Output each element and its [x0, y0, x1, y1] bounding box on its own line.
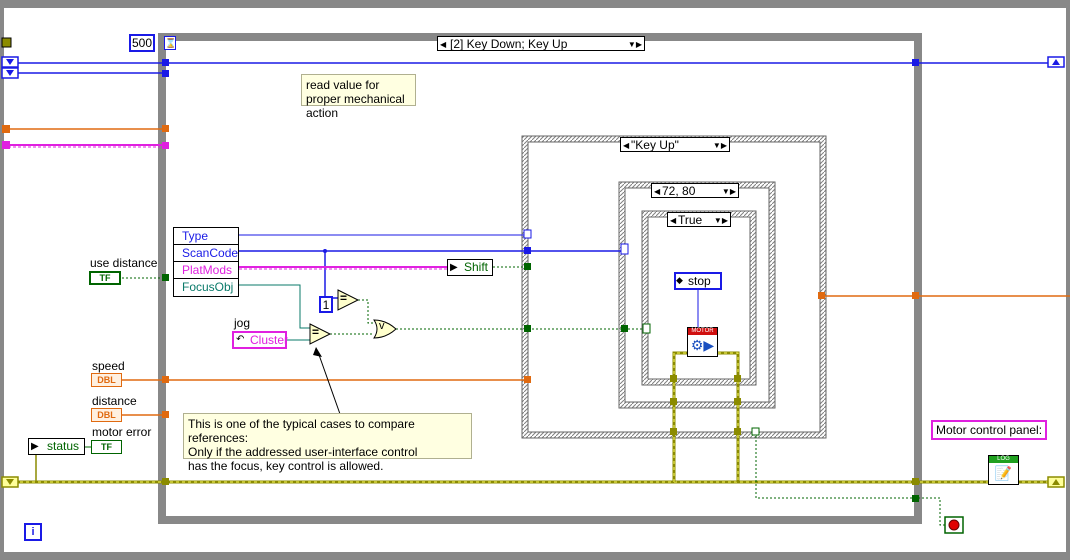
- speed-type: DBL: [97, 375, 116, 385]
- chevron-down-icon[interactable]: ▼▶: [721, 187, 736, 196]
- motor-panel-label: Motor control panel:: [931, 420, 1048, 440]
- hourglass-icon: ⌛: [164, 36, 177, 50]
- distance-terminal[interactable]: DBL: [91, 408, 122, 422]
- reference-icon: ↶: [236, 334, 245, 345]
- comment-arrow: [313, 347, 341, 415]
- shift-registers[interactable]: [1, 0, 1065, 488]
- distance-label: distance: [92, 394, 137, 408]
- arrow-right-icon: ▶: [31, 441, 39, 452]
- boolean-case-selector[interactable]: ◀ True ▼▶: [667, 212, 731, 227]
- jog-label: jog: [234, 316, 251, 330]
- decrement-icon[interactable]: ◀: [654, 187, 661, 196]
- chevron-down-icon[interactable]: ▼▶: [713, 216, 728, 225]
- shift-unbundle[interactable]: Shift: [447, 259, 493, 276]
- info-icon[interactable]: i: [24, 523, 42, 541]
- or-symbol: v: [379, 320, 385, 332]
- shift-label: Shift: [464, 260, 489, 274]
- jog-reference[interactable]: Cluster: [232, 331, 289, 349]
- event-data-unbundle[interactable]: Type ScanCode PlatMods FocusObj: [173, 227, 239, 297]
- log-subvi[interactable]: LOG 📝: [988, 455, 1019, 485]
- unbundle-platmods[interactable]: PlatMods: [174, 262, 238, 279]
- event-case-label: [2] Key Down; Key Up: [450, 37, 568, 51]
- chevron-down-icon[interactable]: ▼▶: [712, 141, 727, 150]
- compare-nodes[interactable]: [309, 289, 397, 345]
- motor-gear-icon: ⚙▶: [690, 337, 715, 353]
- comment-line-3: has the focus, key control is allowed.: [188, 459, 384, 473]
- decrement-icon[interactable]: ◀: [623, 141, 630, 150]
- log-file-icon: 📝: [994, 465, 1013, 481]
- status-label: status: [47, 439, 80, 453]
- decrement-icon[interactable]: ◀: [670, 216, 677, 225]
- stop-indicator[interactable]: [944, 516, 964, 534]
- arrow-right-icon: ▶: [450, 262, 458, 273]
- speed-label: speed: [92, 359, 125, 373]
- unbundle-type[interactable]: Type: [174, 228, 238, 245]
- jog-value: Cluster: [250, 333, 289, 347]
- comment-line-2: Only if the addressed user-interface con…: [188, 445, 418, 459]
- wires: [8, 62, 1070, 526]
- motor-subvi-label: MOTOR: [688, 328, 717, 335]
- equal-symbol-2: =: [312, 325, 320, 339]
- motor-error-type: TF: [101, 442, 112, 452]
- keyup-case-label: "Key Up": [631, 138, 679, 152]
- motor-error-terminal[interactable]: TF: [91, 440, 122, 454]
- property-node-icon: ◆: [676, 275, 683, 285]
- mechanical-action-note: read value for proper mechanical action: [301, 74, 416, 120]
- distance-type: DBL: [97, 410, 116, 420]
- scancode-case-selector[interactable]: ◀ 72, 80 ▼▶: [651, 183, 739, 198]
- motor-error-label: motor error: [92, 425, 152, 439]
- use-distance-type: TF: [99, 273, 111, 283]
- const-one[interactable]: 1: [319, 296, 333, 313]
- unbundle-focusobj[interactable]: FocusObj: [182, 280, 234, 294]
- boolean-case-label: True: [678, 213, 703, 227]
- scancode-case-label: 72, 80: [662, 184, 696, 198]
- event-case-selector[interactable]: ◀ [2] Key Down; Key Up ▼▶: [437, 36, 645, 51]
- log-subvi-label: LOG: [989, 456, 1018, 463]
- status-unbundle[interactable]: status: [28, 438, 85, 455]
- stop-ref-label: stop: [688, 274, 711, 288]
- motor-subvi[interactable]: MOTOR ⚙▶: [687, 327, 718, 357]
- unbundle-scancode[interactable]: ScanCode: [174, 245, 238, 262]
- decrement-icon[interactable]: ◀: [440, 40, 447, 49]
- comment-line-1: This is one of the typical cases to comp…: [188, 417, 415, 445]
- keyup-case-selector[interactable]: ◀ "Key Up" ▼▶: [620, 137, 730, 152]
- speed-terminal[interactable]: DBL: [91, 373, 122, 387]
- timeout-constant[interactable]: 500: [129, 34, 155, 52]
- tunnels: [1, 37, 919, 502]
- chevron-down-icon[interactable]: ▼▶: [627, 40, 642, 49]
- use-distance-label: use distance: [90, 256, 158, 270]
- equal-symbol-1: =: [340, 291, 348, 305]
- use-distance-terminal[interactable]: TF: [89, 271, 121, 285]
- stop-reference[interactable]: stop: [674, 272, 722, 290]
- reference-compare-comment: This is one of the typical cases to comp…: [183, 413, 472, 473]
